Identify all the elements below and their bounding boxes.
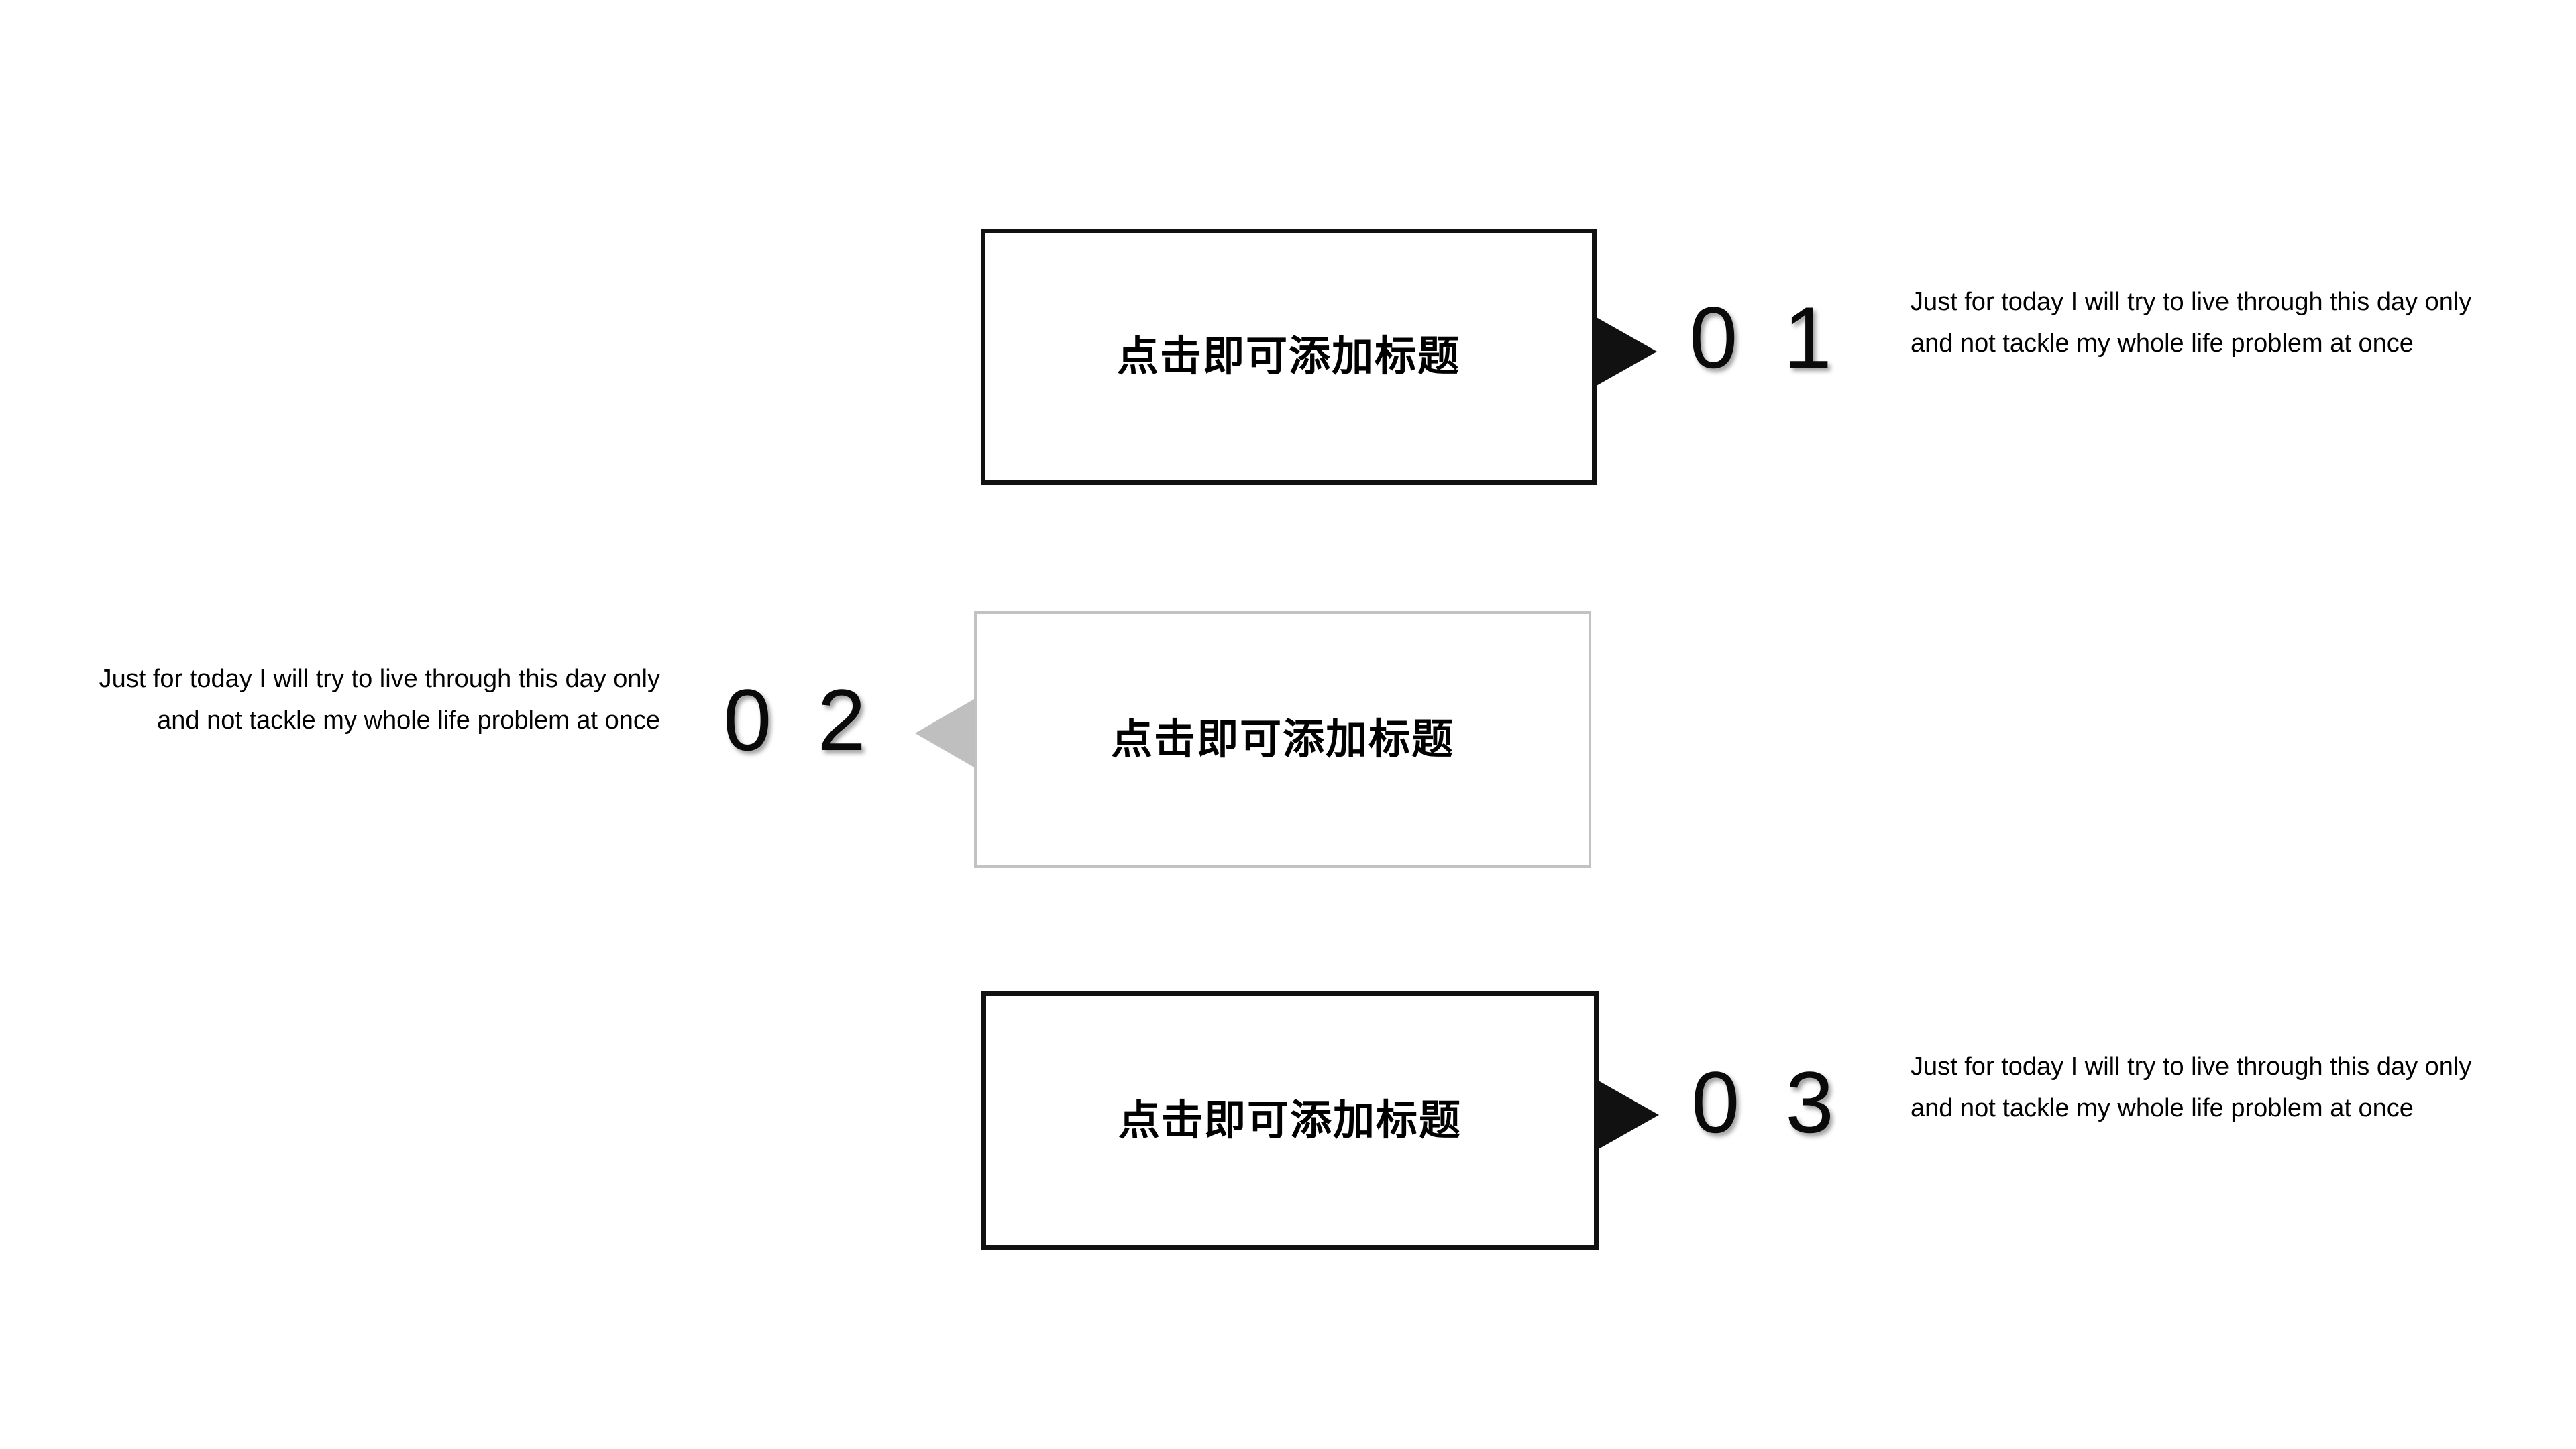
arrow-right-icon-3: [1597, 1080, 1659, 1150]
content-row-3: 点击即可添加标题 0 3 Just for today I will try t…: [0, 0, 2576, 1250]
body-text-3: Just for today I will try to live throug…: [1911, 1053, 2472, 1122]
arrow-right-icon-1: [1595, 317, 1657, 386]
title-box-1[interactable]: 点击即可添加标题: [981, 229, 1597, 485]
step-number-1: 0 1: [1689, 288, 1843, 386]
title-box-2[interactable]: 点击即可添加标题: [974, 611, 1591, 868]
step-number-2: 0 2: [723, 671, 877, 769]
title-text-3: 点击即可添加标题: [1118, 1097, 1462, 1144]
body-text-1: Just for today I will try to live throug…: [1911, 288, 2472, 358]
content-row-2: 点击即可添加标题 0 2 Just for today I will try t…: [0, 0, 2576, 868]
arrow-left-icon-2: [915, 698, 975, 768]
title-box-3[interactable]: 点击即可添加标题: [981, 991, 1599, 1250]
step-number-3: 0 3: [1691, 1053, 1845, 1151]
content-row-1: 点击即可添加标题 0 1 Just for today I will try t…: [0, 0, 2576, 604]
body-text-2: Just for today I will try to live throug…: [99, 665, 660, 735]
title-text-2: 点击即可添加标题: [1110, 716, 1454, 763]
title-text-1: 点击即可添加标题: [1116, 333, 1460, 380]
